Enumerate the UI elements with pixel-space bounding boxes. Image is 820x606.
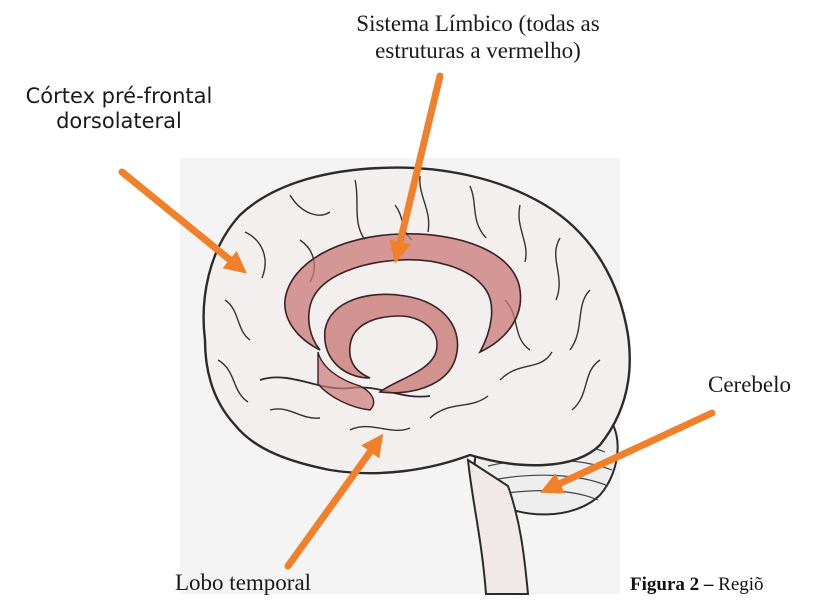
label-cortex-pre-frontal-line1: Córtex pré-frontal: [8, 84, 230, 109]
label-cortex-pre-frontal: Córtex pré-frontal dorsolateral: [8, 84, 230, 134]
caption-dash: –: [699, 574, 713, 595]
label-sistema-limbico: Sistema Límbico (todas as estruturas a v…: [318, 10, 638, 64]
label-sistema-limbico-line2: estruturas a vermelho): [318, 37, 638, 64]
label-lobo-temporal: Lobo temporal: [175, 569, 311, 596]
label-sistema-limbico-line1: Sistema Límbico (todas as: [318, 10, 638, 37]
caption-figure-number: Figura 2: [630, 574, 699, 595]
figure-caption: Figura 2 – Regiõ: [630, 574, 764, 596]
label-cerebelo: Cerebelo: [708, 371, 791, 398]
caption-text: Regiõ: [713, 574, 763, 595]
label-cortex-pre-frontal-line2: dorsolateral: [8, 109, 230, 134]
